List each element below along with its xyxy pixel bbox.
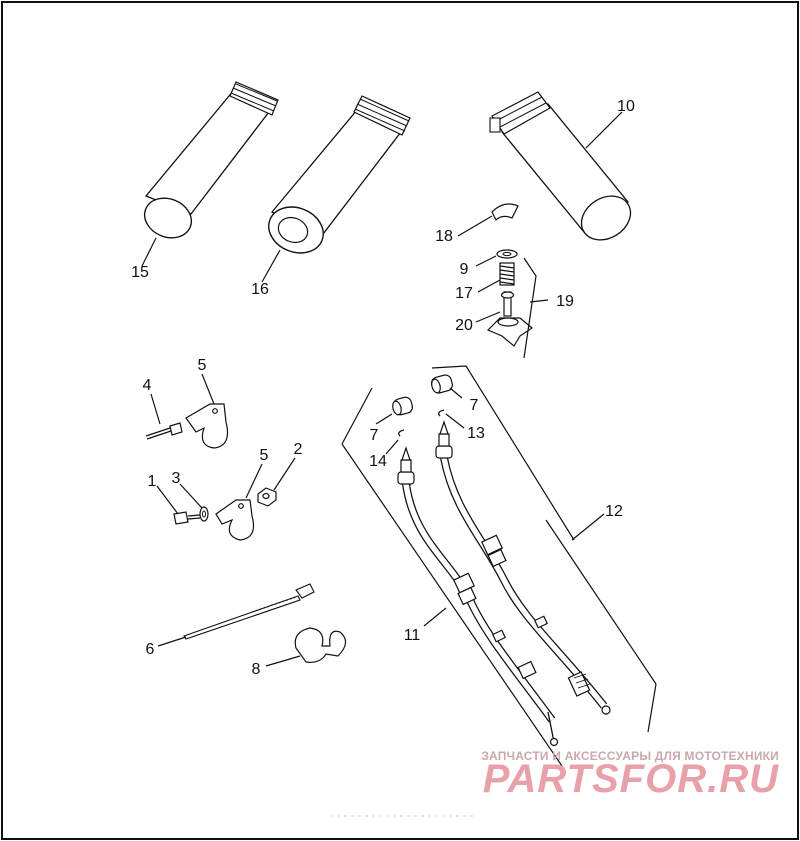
part-14-c-clip: [398, 429, 405, 437]
part-13-c-clip: [438, 409, 445, 417]
label-1: 1: [148, 473, 157, 490]
watermark-logo: PARTSFOR.RU: [483, 757, 779, 801]
label-2: 2: [294, 441, 303, 458]
label-13: 13: [467, 425, 485, 442]
part-20-plunger: [486, 291, 534, 347]
label-17: 17: [455, 285, 473, 302]
watermark-tagline: ЗАПЧАСТИ И АКСЕССУАРЫ ДЛЯ МОТОТЕХНИКИ: [481, 749, 779, 763]
label-7-left: 7: [370, 427, 379, 444]
label-20: 20: [455, 317, 473, 334]
part-5-clamp-lower: [215, 499, 255, 541]
label-7-right: 7: [470, 397, 479, 414]
part-9-washer: [496, 249, 518, 259]
part-6-cable-tie: [183, 583, 315, 640]
label-8: 8: [252, 661, 261, 678]
label-6: 6: [146, 641, 155, 658]
label-5-upper: 5: [198, 357, 207, 374]
label-3: 3: [172, 470, 181, 487]
label-15: 15: [131, 264, 149, 281]
part-4-screw: [145, 422, 183, 440]
part-8-clip: [294, 627, 347, 663]
label-12: 12: [605, 503, 623, 520]
part-12-idle-cable: [435, 420, 611, 715]
watermark: ЗАПЧАСТИ И АКСЕССУАРЫ ДЛЯ МОТОТЕХНИКИ PA…: [481, 749, 779, 801]
part-17-spring: [499, 262, 515, 286]
part-3-washer: [199, 506, 209, 522]
part-1-screw: [173, 511, 201, 525]
label-18: 18: [435, 228, 453, 245]
label-11: 11: [404, 627, 421, 644]
part-7-ferrule-right: [431, 374, 453, 394]
grip-16: [268, 95, 411, 254]
part-7-ferrule-left: [392, 396, 414, 416]
label-16: 16: [251, 281, 269, 298]
label-4: 4: [143, 377, 152, 394]
label-10: 10: [617, 98, 635, 115]
grip-10: [489, 91, 632, 241]
label-14: 14: [369, 453, 387, 470]
grip-15: [143, 81, 279, 239]
part-2-nut: [257, 487, 277, 507]
part-labels: 15 16 10 18 9 17 19 20 4 5 7 7 13 14 5 2…: [131, 98, 635, 678]
label-5-lower: 5: [260, 447, 269, 464]
part-11-throttle-cable: [397, 446, 559, 747]
label-9: 9: [460, 261, 469, 278]
part-18-clip: [491, 203, 519, 222]
part-5-clamp-upper: [185, 403, 229, 449]
label-19: 19: [556, 293, 574, 310]
